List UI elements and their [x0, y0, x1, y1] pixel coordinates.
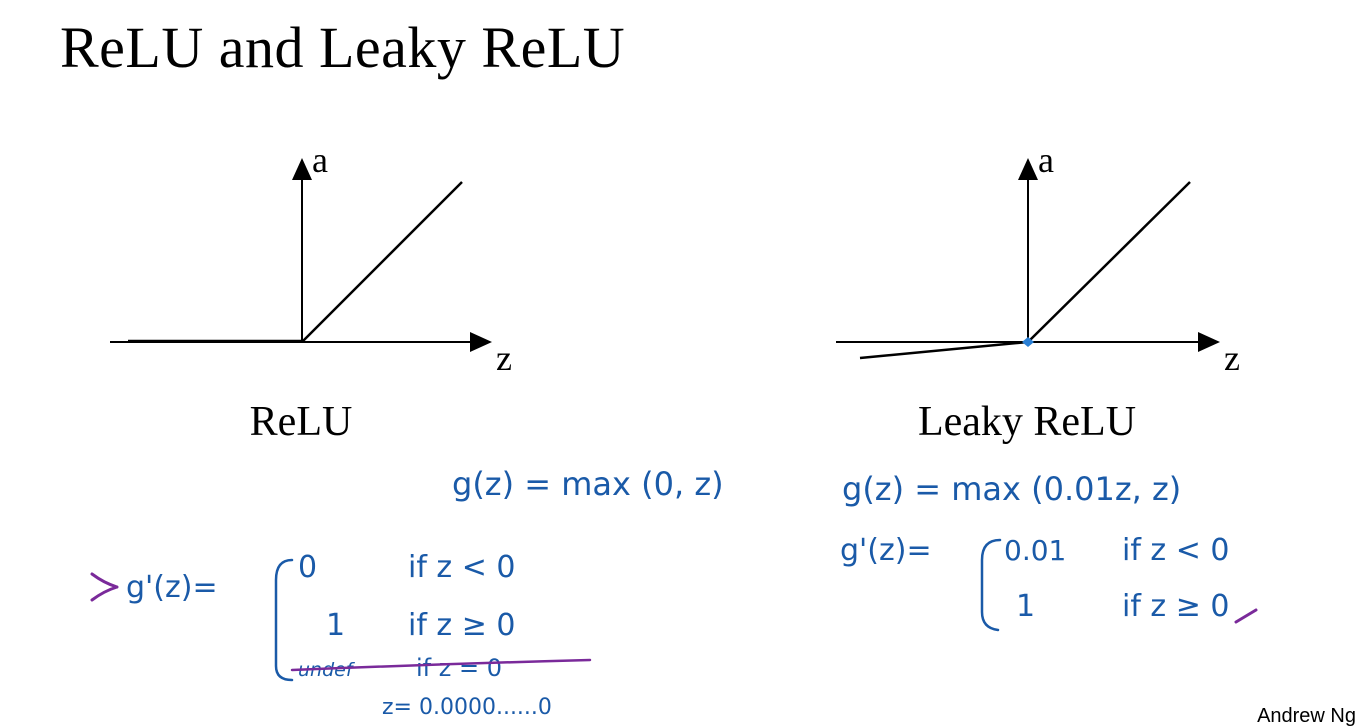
leaky-left-brace [980, 538, 1002, 632]
leaky-case2-value: 1 [1016, 589, 1035, 624]
purple-underline-mark [1234, 608, 1258, 624]
relu-y-axis-label: a [312, 140, 328, 180]
leaky-relu-caption: Leaky ReLU [917, 399, 1137, 445]
relu-case2-value: 1 [326, 608, 345, 643]
origin-point [1022, 337, 1034, 347]
leaky-derivative-lhs: g'(z)= [840, 533, 932, 568]
relu-positive-branch [301, 181, 463, 343]
purple-arrow-icon [90, 572, 119, 602]
relu-case1-condition: if z < 0 [408, 550, 515, 585]
relu-plot: a z [100, 120, 620, 390]
relu-caption: ReLU [249, 399, 353, 445]
relu-function-note: g(z) = max (0, z) [452, 465, 724, 503]
purple-strikethrough-line [290, 658, 592, 672]
leaky-case1-value: 0.01 [1004, 534, 1066, 567]
relu-derivative-lhs: g'(z)= [126, 570, 218, 605]
relu-case2-condition: if z ≥ 0 [408, 608, 515, 643]
leaky-case2-condition: if z ≥ 0 [1122, 589, 1229, 624]
leaky-function-note: g(z) = max (0.01z, z) [842, 470, 1181, 508]
leaky-relu-plot: a z [826, 120, 1346, 390]
leaky-x-axis-label: z [1224, 338, 1240, 378]
relu-case1-value: 0 [298, 550, 317, 585]
slide-title: ReLU and Leaky ReLU [60, 15, 626, 80]
leaky-negative-branch [859, 340, 1029, 360]
relu-left-brace [274, 558, 294, 682]
relu-x-axis-label: z [496, 338, 512, 378]
author-credit: Andrew Ng [1257, 705, 1356, 727]
leaky-positive-branch [1027, 181, 1191, 343]
relu-case3-condition: if z = 0 [416, 654, 502, 682]
leaky-y-axis-label: a [1038, 140, 1054, 180]
relu-case3-value: undef [298, 659, 356, 681]
relu-footnote: z= 0.0000......0 [382, 695, 552, 720]
leaky-case1-condition: if z < 0 [1122, 533, 1229, 568]
